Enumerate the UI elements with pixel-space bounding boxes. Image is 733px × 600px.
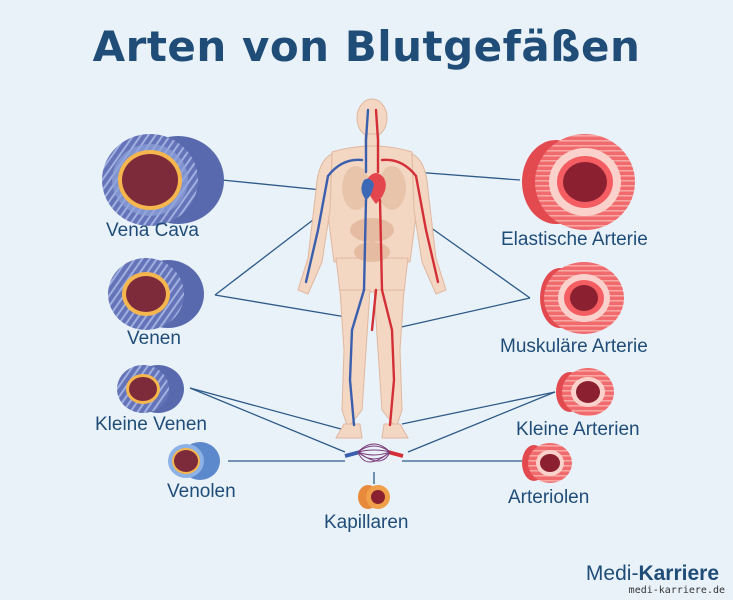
label-elastische-arterie: Elastische Arterie: [501, 229, 648, 250]
line-kleine-venen-a: [189, 387, 353, 433]
line-venen-lower: [214, 294, 353, 319]
brand-logo: Medi-Karriere: [586, 562, 719, 586]
venolen-vessel: [168, 442, 220, 480]
label-kleine-arterien: Kleine Arterien: [516, 419, 640, 440]
label-kleine-venen: Kleine Venen: [95, 414, 207, 435]
capillary-network: [344, 443, 404, 463]
arteriolen-vessel: [522, 443, 572, 483]
line-muskulaere-upper: [419, 219, 531, 299]
line-kleine-venen-b: [189, 387, 346, 453]
line-kleine-arterien-b: [407, 391, 556, 453]
line-venen-upper: [214, 209, 327, 296]
label-muskulaere-arterie: Muskuläre Arterie: [500, 336, 648, 357]
venen-vessel: [108, 258, 204, 330]
label-venen: Venen: [127, 328, 181, 349]
connector-lines: [189, 169, 556, 484]
site-url: medi-karriere.de: [628, 585, 725, 596]
kapillaren-vessel: [358, 485, 390, 509]
brand-part1: Medi-: [585, 562, 639, 585]
human-body-figure: [297, 98, 447, 439]
vena-cava-vessel: [102, 134, 224, 226]
page-title: Arten von Blutgefäßen: [92, 22, 641, 71]
muskulaere-arterie-vessel: [540, 262, 624, 334]
label-arteriolen: Arteriolen: [508, 487, 590, 508]
line-kleine-arterien-a: [401, 391, 556, 425]
elastische-arterie-vessel: [522, 134, 635, 230]
label-venolen: Venolen: [167, 481, 236, 502]
kleine-venen-vessel: [117, 365, 184, 413]
label-kapillaren: Kapillaren: [324, 512, 409, 533]
label-vena-cava: Vena Cava: [106, 220, 199, 241]
kleine-arterien-vessel: [556, 368, 614, 416]
line-muskulaere-lower: [387, 297, 531, 331]
brand-part2: Karriere: [638, 562, 719, 585]
